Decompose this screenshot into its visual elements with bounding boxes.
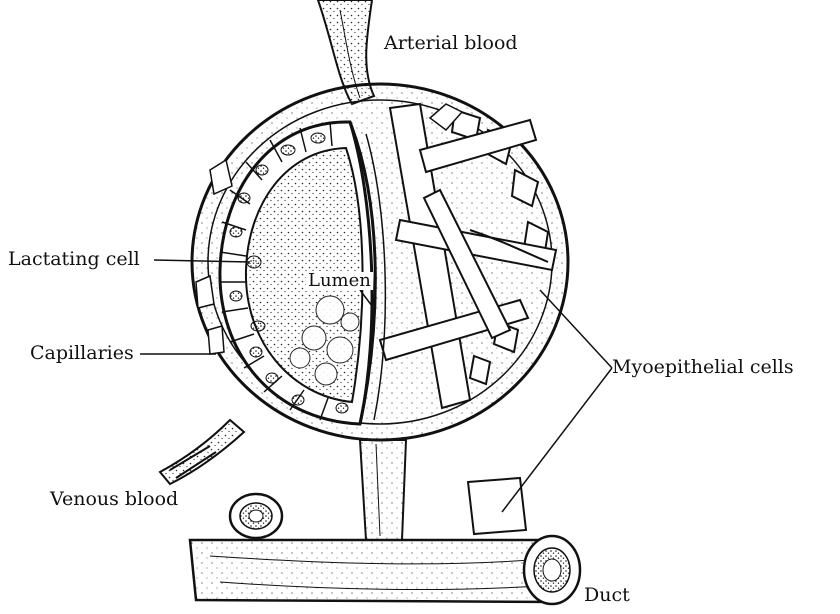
duct-myoepithelial-band bbox=[468, 478, 526, 534]
ductule-stalk bbox=[360, 440, 406, 540]
leader-myo-2 bbox=[502, 368, 612, 512]
label-venous-blood: Venous blood bbox=[50, 490, 178, 509]
label-lumen: Lumen bbox=[306, 272, 373, 290]
venous-vessel bbox=[160, 420, 244, 484]
label-lactating-cell: Lactating cell bbox=[8, 250, 140, 269]
label-capillaries: Capillaries bbox=[30, 344, 134, 363]
label-myoepithelial-cells: Myoepithelial cells bbox=[612, 358, 794, 377]
label-duct: Duct bbox=[584, 586, 630, 605]
label-arterial-blood: Arterial blood bbox=[384, 34, 518, 53]
